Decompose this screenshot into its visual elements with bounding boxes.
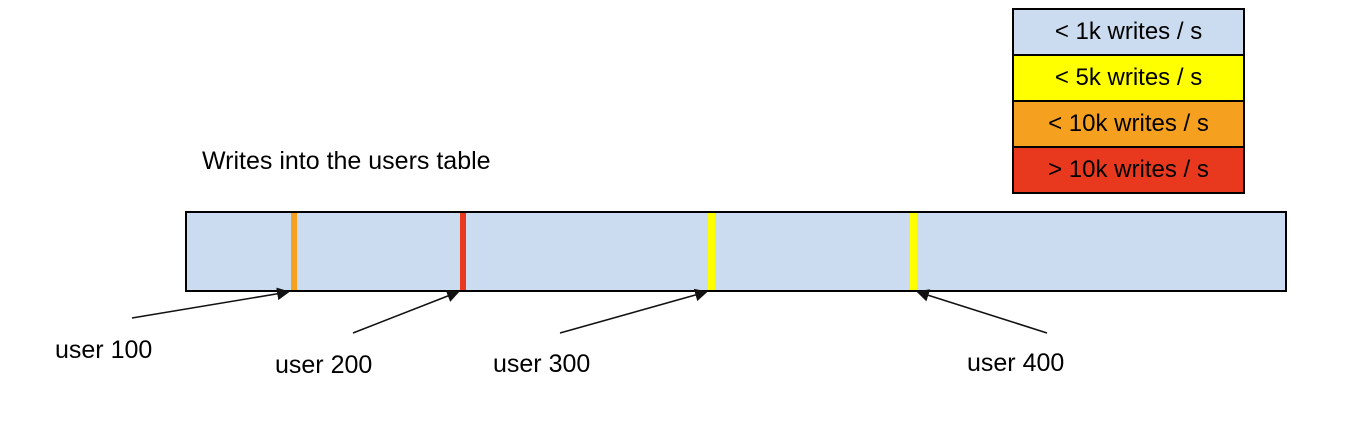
legend-item-under-10k: < 10k writes / s [1014,100,1243,146]
legend-item-under-1k: < 1k writes / s [1014,10,1243,54]
user-100-label: user 100 [55,336,153,364]
legend-item-over-10k: > 10k writes / s [1014,146,1243,192]
user-300-write-stripe [708,213,715,290]
write-rate-legend: < 1k writes / s < 5k writes / s < 10k wr… [1012,8,1245,194]
diagram-title: Writes into the users table [202,147,491,175]
users-table-band [185,211,1287,292]
user-100-write-stripe [291,213,297,290]
user-200-write-stripe [460,213,466,290]
user-300-label: user 300 [493,350,591,378]
user-100-arrow [131,287,290,319]
user-200-arrow [352,289,460,334]
user-400-label: user 400 [967,349,1065,377]
legend-item-under-5k: < 5k writes / s [1014,54,1243,100]
user-200-label: user 200 [275,351,373,379]
user-400-arrow [916,289,1048,334]
user-400-write-stripe [910,213,917,290]
user-300-arrow [559,288,708,334]
